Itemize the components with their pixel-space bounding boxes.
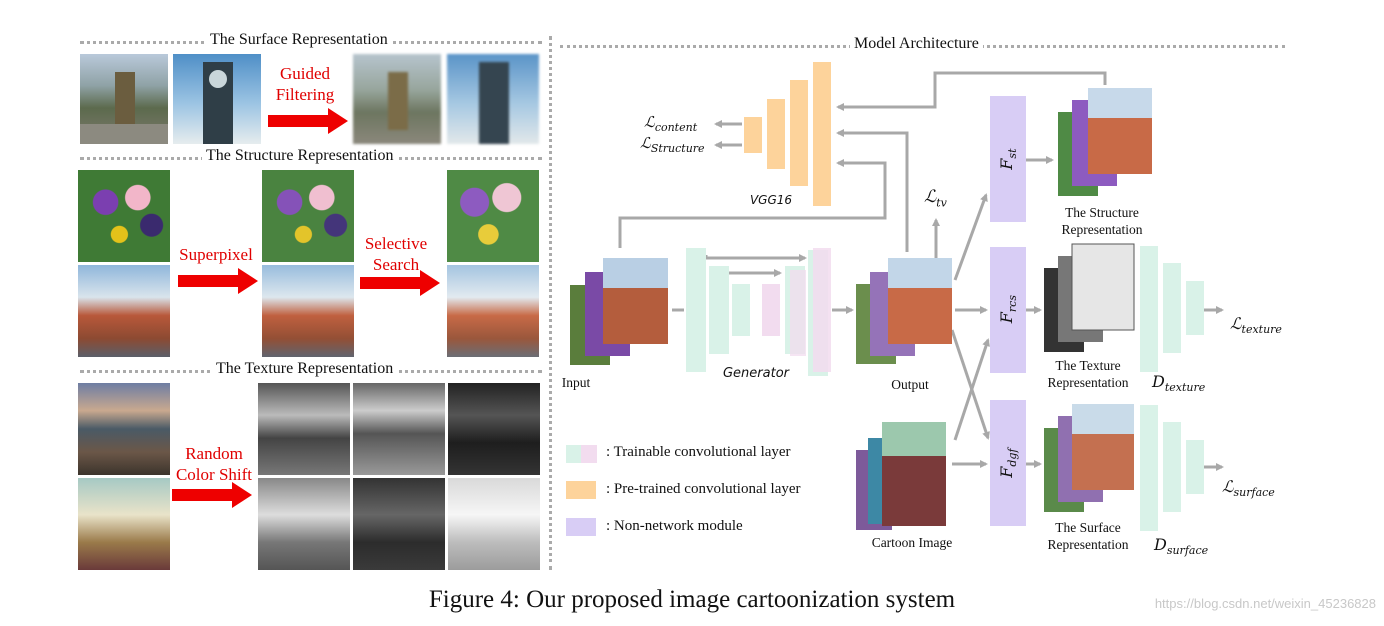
architecture-title: Model Architecture [850, 35, 983, 53]
fdgf-label: Fdgf [996, 448, 1020, 478]
structure-selective-town [447, 265, 539, 357]
legend-swatch-green [566, 445, 582, 463]
discriminator-texture-layers [1140, 246, 1204, 372]
vgg16-label: VGG16 [749, 193, 793, 207]
texture-gray-rocks-2 [353, 383, 445, 475]
tv-loss-label: ℒtv [924, 187, 947, 210]
texture-section-title: The Texture Representation [212, 360, 398, 378]
surface-red-arrow [268, 108, 348, 134]
structure-selective-flowers [447, 170, 539, 262]
structure-red-arrow-1 [178, 268, 258, 294]
structure-to-vgg-connector [836, 71, 1107, 111]
vgg16-layers [744, 62, 831, 206]
structure-superpixel-town [262, 265, 354, 357]
fst-module [990, 96, 1026, 222]
panel-divider [549, 36, 552, 570]
output-label: Output [891, 377, 929, 392]
output-to-fdgf-arrow [950, 329, 990, 440]
structure-loss-label: ℒStructure [640, 134, 705, 155]
texture-photo-cartoon [78, 478, 170, 570]
fdgf-module [990, 400, 1026, 526]
structure-section-title: The Structure Representation [202, 147, 398, 165]
surface-photo-monument [80, 54, 168, 144]
texture-rep-stack [1044, 243, 1135, 352]
surface-loss-label: ℒsurface [1222, 477, 1275, 500]
d-surface-label: Dsurface [1154, 535, 1209, 558]
legend-swatch-purple [566, 518, 596, 536]
texture-gray-cartoon-1 [258, 478, 350, 570]
legend-pretrained: : Pre-trained convolutional layer [606, 481, 801, 497]
input-image-stack [570, 258, 668, 365]
content-loss-label: ℒcontent [644, 113, 698, 134]
input-to-vgg-connector [618, 159, 887, 248]
structure-photo-town [78, 265, 170, 357]
texture-gray-rocks-3 [448, 383, 540, 475]
output-image-stack [856, 258, 952, 364]
output-to-fst-arrow [953, 193, 988, 281]
figure-caption: Figure 4: Our proposed image cartoonizat… [428, 586, 956, 613]
skip-connection-1 [704, 254, 807, 262]
structure-red-arrow-2 [360, 270, 440, 296]
cartoon-to-frcs-arrow [953, 338, 990, 441]
generator-label: Generator [722, 366, 789, 381]
structure-photo-flowers [78, 170, 170, 262]
legend-non-network: : Non-network module [606, 518, 743, 534]
texture-red-arrow [172, 482, 252, 508]
watermark: https://blog.csdn.net/weixin_45236828 [1154, 596, 1376, 611]
superpixel-label: Superpixel [179, 245, 253, 264]
surface-rep-stack [1044, 404, 1134, 512]
output-to-vgg-connector [836, 129, 909, 252]
structure-rep-stack [1058, 88, 1152, 196]
surface-filtered-monument [353, 54, 441, 144]
cartoon-image-label: Cartoon Image [871, 535, 953, 550]
texture-gray-cartoon-2 [353, 478, 445, 570]
frcs-label: Frcs [996, 295, 1020, 324]
texture-gray-rocks-1 [258, 383, 350, 475]
legend-swatch-orange [566, 481, 596, 499]
cartoon-image-stack [856, 422, 946, 530]
input-label: Input [561, 375, 591, 390]
surface-photo-clocktower [173, 54, 261, 144]
generator-layers [686, 248, 831, 376]
structure-superpixel-flowers [262, 170, 354, 262]
discriminator-surface-layers [1140, 405, 1204, 531]
legend-trainable: : Trainable convolutional layer [606, 444, 791, 460]
texture-gray-cartoon-3 [448, 478, 540, 570]
d-texture-label: Dtexture [1152, 372, 1206, 395]
fst-label: Fst [996, 148, 1020, 170]
surface-filtered-clocktower [447, 54, 539, 144]
surface-section-title: The Surface Representation [206, 31, 392, 49]
legend-swatch-pink [581, 445, 597, 463]
skip-connection-2 [727, 269, 782, 277]
texture-loss-label: ℒtexture [1230, 314, 1282, 337]
texture-photo-rocks [78, 383, 170, 475]
frcs-module [990, 247, 1026, 373]
